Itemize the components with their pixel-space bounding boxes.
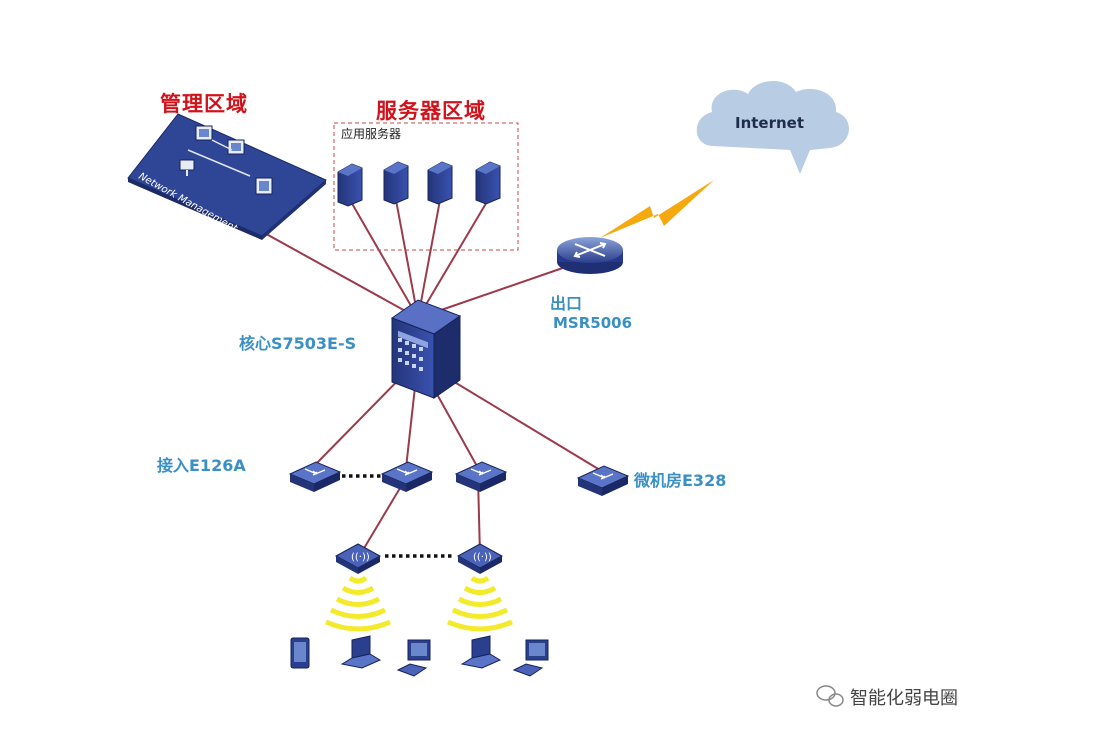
svg-text:((·)): ((·)) bbox=[473, 552, 492, 563]
link-core-server-1 bbox=[349, 199, 419, 319]
management-pc-2 bbox=[227, 139, 245, 155]
svg-text:((·)): ((·)) bbox=[351, 552, 370, 563]
egress-model-label: MSR5006 bbox=[553, 314, 633, 332]
core-switch-chassis bbox=[390, 299, 462, 399]
management-pc-4 bbox=[255, 177, 273, 195]
management-zone-title: 管理区域 bbox=[160, 92, 248, 116]
router-arrows-icon bbox=[573, 242, 607, 258]
micro-room-switch bbox=[576, 465, 630, 496]
tablet-icon bbox=[290, 637, 310, 669]
app-server-label: 应用服务器 bbox=[341, 127, 402, 141]
management-pc-1 bbox=[195, 125, 213, 141]
server-zone-title: 服务器区域 bbox=[376, 99, 486, 123]
wireless-ap-1: ((·)) bbox=[334, 543, 382, 574]
internet-cloud bbox=[696, 80, 849, 174]
link-core-server-4 bbox=[417, 199, 489, 319]
access-switch-1 bbox=[288, 461, 342, 492]
wifi-signal-2 bbox=[446, 575, 514, 632]
laptop-icon-1 bbox=[340, 635, 382, 669]
desktop-pc-icon-2 bbox=[512, 639, 549, 677]
wifi-signal-1 bbox=[324, 575, 392, 632]
watermark-text: 智能化弱电圈 bbox=[850, 688, 958, 709]
micro-room-label: 微机房E328 bbox=[634, 471, 727, 490]
server-2 bbox=[383, 161, 409, 205]
server-zone-box bbox=[333, 122, 519, 251]
desktop-pc-icon-1 bbox=[396, 639, 431, 677]
management-platform: Network Management bbox=[127, 113, 327, 240]
server-3 bbox=[427, 161, 453, 205]
router-msr5006 bbox=[557, 237, 623, 274]
lightning-bolt-icon bbox=[600, 180, 714, 238]
laptop-icon-2 bbox=[460, 635, 502, 669]
access-label: 接入E126A bbox=[157, 456, 246, 475]
link-core-server-2 bbox=[395, 199, 419, 319]
egress-label: 出口 bbox=[550, 294, 583, 313]
management-pc-3 bbox=[179, 159, 195, 176]
access-switch-2 bbox=[380, 461, 434, 492]
link-core-router bbox=[417, 261, 581, 319]
server-4 bbox=[475, 161, 501, 205]
core-port-panel bbox=[398, 338, 423, 371]
wechat-icon bbox=[816, 685, 844, 707]
access-switch-3 bbox=[454, 461, 508, 492]
link-core-server-3 bbox=[417, 199, 441, 319]
internet-label: Internet bbox=[735, 114, 805, 132]
server-1 bbox=[337, 163, 363, 207]
link-access-ap-1 bbox=[359, 477, 407, 556]
wireless-ap-2: ((·)) bbox=[456, 543, 504, 574]
core-label: 核心S7503E-S bbox=[239, 334, 357, 353]
